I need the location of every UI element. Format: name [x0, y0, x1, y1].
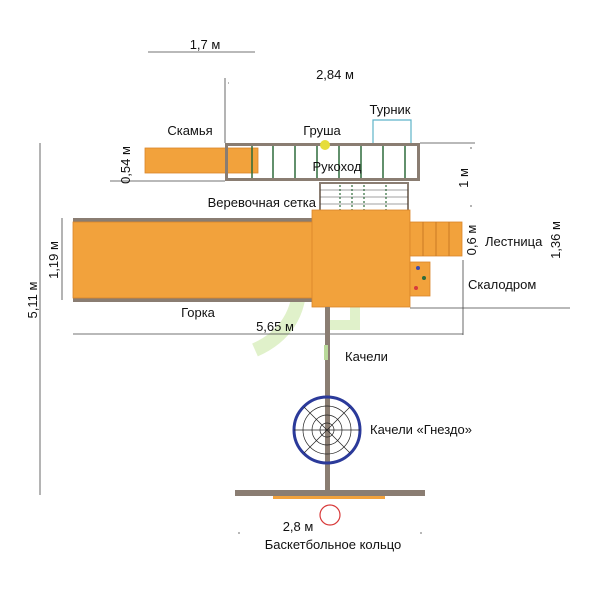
slide [72, 218, 314, 302]
dimension-lines [39, 51, 570, 534]
dim-total-length: 5,65 м [256, 319, 294, 334]
label-swing: Качели [345, 349, 388, 364]
pullup-bar [372, 119, 412, 143]
base-beam [235, 490, 425, 496]
dim-total-height: 5,11 м [25, 281, 40, 318]
dim-monkey-bars-length: 2,84 м [316, 67, 354, 82]
ladder [409, 221, 463, 257]
bench [144, 147, 259, 174]
swing-seat [324, 345, 328, 360]
dim-platform-depth: 1,36 м [548, 221, 563, 259]
label-pullup-bar: Турник [370, 102, 411, 117]
label-rope-net: Веревочная сетка [208, 195, 317, 210]
dim-monkey-bars-depth: 1 м [456, 168, 471, 188]
dim-base-width: 2,8 м [283, 519, 314, 534]
dim-slide-width: 1,19 м [46, 241, 61, 279]
label-basketball-hoop: Баскетбольное кольцо [265, 537, 402, 552]
basketball-hoop [319, 504, 341, 526]
dim-ladder-width: 0,6 м [464, 225, 479, 256]
punching-bag [320, 140, 330, 150]
label-monkey-bars: Рукоход [313, 159, 362, 174]
dim-bench-depth: 0,54 м [118, 146, 133, 184]
label-punching-bag: Груша [303, 123, 341, 138]
platform [311, 209, 411, 308]
swing-beam [325, 307, 330, 495]
base-plank [273, 496, 385, 499]
rope-net [319, 182, 409, 213]
label-climbing-wall: Скалодром [468, 277, 536, 292]
label-bench: Скамья [167, 123, 212, 138]
label-ladder: Лестница [485, 234, 543, 249]
climbing-wall [409, 261, 431, 297]
nest-swing [292, 395, 362, 465]
dim-bench-width: 1,7 м [190, 37, 221, 52]
label-slide: Горка [181, 305, 216, 320]
label-nest-swing: Качели «Гнездо» [370, 422, 472, 437]
